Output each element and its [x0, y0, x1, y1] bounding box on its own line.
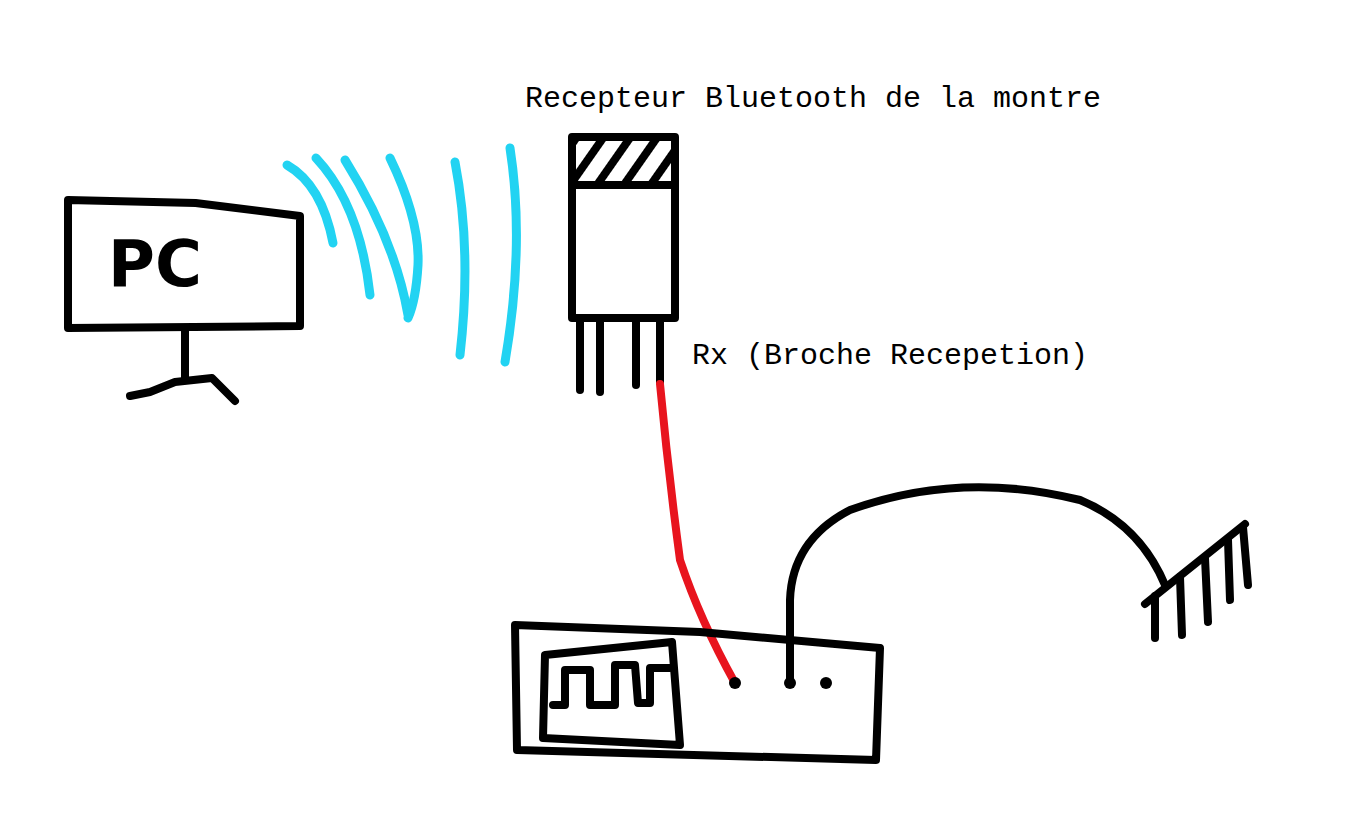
node-heading: Recepteur Bluetooth de la montre — [525, 81, 1101, 117]
node-outline — [572, 137, 675, 318]
ground-wire — [790, 487, 1248, 683]
monitor-outline — [68, 200, 300, 328]
monitor-screen: PC — [68, 200, 300, 328]
monitor-stand — [130, 330, 235, 401]
bluetooth-receiver: Recepteur Bluetooth de la montre — [572, 137, 675, 318]
wireless-waves — [287, 148, 516, 362]
analyzer-board — [515, 625, 880, 760]
receiver-outline — [572, 137, 675, 318]
pin-label: Rx (Broche Recepetion) — [692, 338, 1088, 374]
node-label: PC — [108, 232, 202, 296]
receiver-pins — [580, 318, 660, 392]
ground-symbol — [1145, 524, 1245, 604]
board-pins — [729, 677, 832, 689]
hatched-band — [572, 137, 675, 185]
